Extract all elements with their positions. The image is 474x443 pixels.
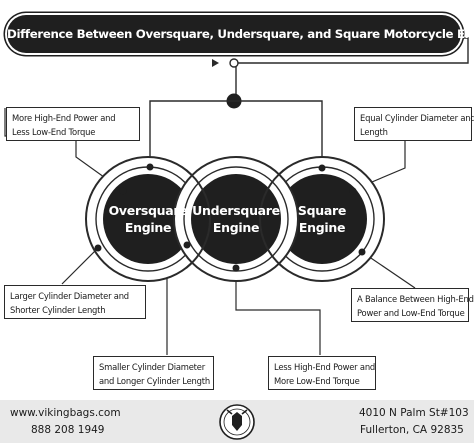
square-label-line-1: Square xyxy=(297,203,347,218)
square-engine-label: Square Engine xyxy=(277,202,367,236)
label-undersquare-power: Less High-End Power and More Low-End Tor… xyxy=(268,356,376,390)
label-line: Smaller Cylinder Diameter xyxy=(99,362,205,372)
undersquare-engine-label: Undersquare Engine xyxy=(186,202,286,236)
oversquare-label-line-1: Oversquare xyxy=(108,203,188,218)
ring-dot xyxy=(119,187,127,195)
label-line: More High-End Power and xyxy=(12,113,116,123)
label-line: Less Low-End Torque xyxy=(12,127,96,137)
label-square-dimensions: Equal Cylinder Diameter and Length xyxy=(354,107,474,141)
label-line: Less High-End Power and xyxy=(274,362,376,372)
oversquare-label-line-2: Engine xyxy=(124,220,172,235)
label-line: More Low-End Torque xyxy=(274,376,360,386)
ring-dot xyxy=(358,248,366,256)
ring-dot xyxy=(94,244,102,252)
label-line: Length xyxy=(360,127,388,137)
label-oversquare-power: More High-End Power and Less Low-End Tor… xyxy=(6,107,140,141)
ring-dot xyxy=(349,187,357,195)
oversquare-ring-overlap xyxy=(185,169,212,269)
viking-bags-logo-icon xyxy=(219,404,255,440)
label-square-balance: A Balance Between High-End Power and Low… xyxy=(351,288,474,322)
engine-comparison-diagram xyxy=(4,37,469,355)
square-disc xyxy=(277,174,367,264)
hub-branch-left xyxy=(149,100,234,172)
ring-dot xyxy=(183,241,191,249)
square-label-line-2: Engine xyxy=(298,220,346,235)
ring-dot xyxy=(146,163,154,171)
hub-branch-right xyxy=(234,100,323,168)
undersquare-label-line-2: Engine xyxy=(212,220,260,235)
footer-address-line-2: Fullerton, CA 92835 xyxy=(360,424,464,436)
oversquare-disc xyxy=(103,174,193,264)
footer-phone: 888 208 1949 xyxy=(31,424,105,436)
arrow-head xyxy=(212,59,219,67)
title-banner: Difference Between Oversquare, Undersqua… xyxy=(7,15,474,53)
undersquare-disc xyxy=(191,174,281,264)
connector-node-open xyxy=(229,58,239,68)
page-title: Difference Between Oversquare, Undersqua… xyxy=(7,27,474,41)
oversquare-engine-label: Oversquare Engine xyxy=(103,202,193,236)
label-line: Power and Low-End Torque xyxy=(357,308,465,318)
title-connector-line xyxy=(235,37,469,98)
undersquare-label-line-1: Undersquare xyxy=(192,203,280,218)
square-ring-overlap xyxy=(258,169,285,269)
label-line: Shorter Cylinder Length xyxy=(10,305,106,315)
label-line: and Longer Cylinder Length xyxy=(99,376,210,386)
label-oversquare-dimensions: Larger Cylinder Diameter and Shorter Cyl… xyxy=(4,285,146,319)
ring-dot xyxy=(232,264,240,272)
footer-address-line-1: 4010 N Palm St#103 xyxy=(359,407,469,419)
footer: www.vikingbags.com 888 208 1949 4010 N P… xyxy=(0,400,474,443)
leader-oversquare-bottom xyxy=(61,247,99,285)
leader-undersquare-right xyxy=(235,268,321,355)
label-line: Larger Cylinder Diameter and xyxy=(10,291,129,301)
label-undersquare-dimensions: Smaller Cylinder Diameter and Longer Cyl… xyxy=(93,356,214,390)
ring-dot xyxy=(318,164,326,172)
footer-website-link[interactable]: www.vikingbags.com xyxy=(10,407,121,419)
label-line: A Balance Between High-End xyxy=(357,294,474,304)
label-line: Equal Cylinder Diameter and xyxy=(360,113,474,123)
